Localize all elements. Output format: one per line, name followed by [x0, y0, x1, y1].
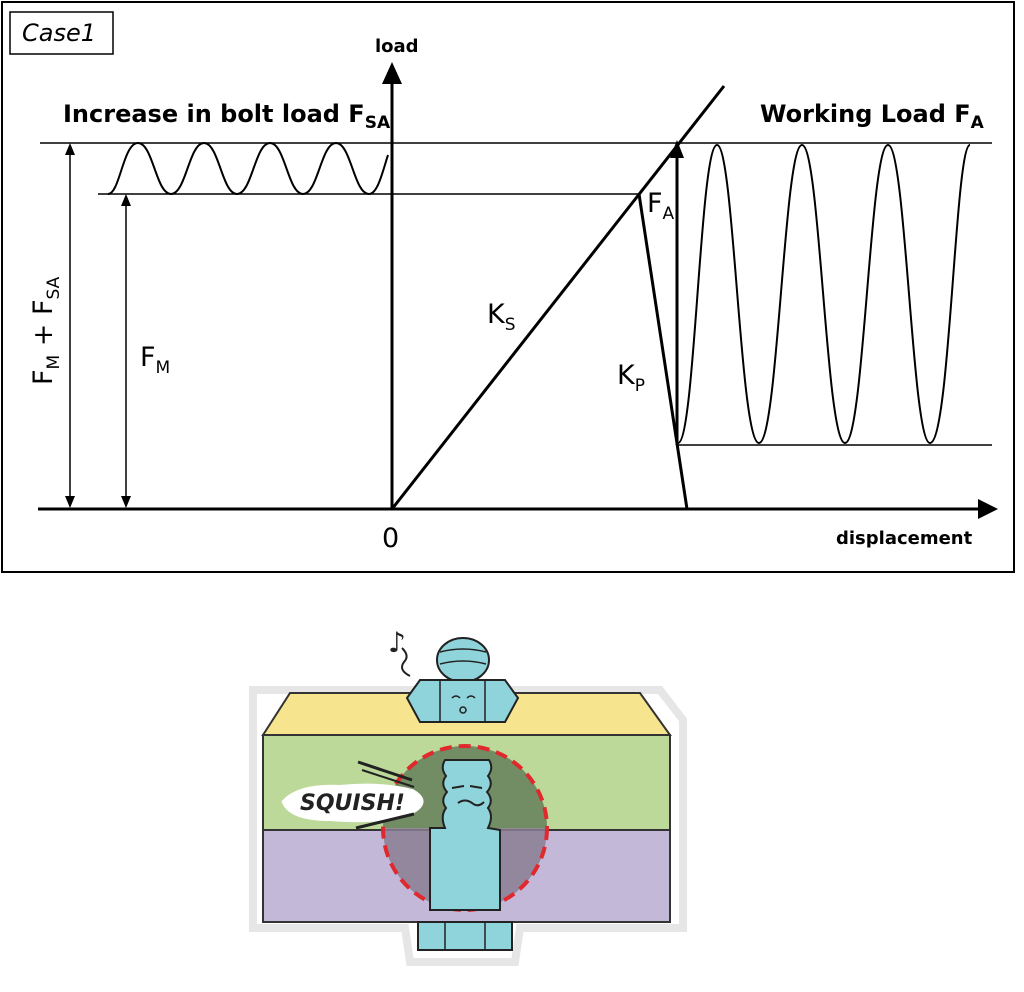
- sound-squiggle: [401, 647, 411, 677]
- total-load-arrowhead-bottom: [65, 496, 75, 508]
- bolt-tip: [436, 637, 490, 683]
- working-load-oscillation: [677, 143, 971, 445]
- bolt-stiffness-line: [390, 85, 726, 510]
- nut-face: [451, 695, 476, 714]
- y-axis-arrowhead: [382, 62, 402, 84]
- bolt-face: [451, 785, 485, 807]
- squish-bubble: [281, 783, 424, 823]
- plate-stiffness-label: KP: [617, 360, 645, 396]
- case-label-box: [9, 11, 114, 55]
- bolt-shank: [429, 759, 501, 911]
- x-axis-label: displacement: [836, 528, 973, 549]
- preload-arrowhead-bottom: [121, 496, 131, 508]
- squish-line-top: [357, 760, 413, 782]
- bottom-nut: [417, 921, 513, 951]
- bolt-squish-illustration: ♪ SQUISH!: [249, 626, 687, 966]
- bolt-stiffness-label: KS: [487, 299, 516, 335]
- squish-text: SQUISH!: [300, 791, 405, 816]
- squish-line-mid: [361, 769, 415, 788]
- increase-bolt-load-title: Increase in bolt load FSA: [63, 100, 391, 133]
- total-load-label: FM + FSA: [28, 276, 64, 385]
- preload-label: FM: [140, 342, 170, 378]
- working-load-delta-label: FA: [647, 188, 675, 224]
- y-axis-label: load: [375, 36, 419, 57]
- plate-stiffness-line: [637, 193, 689, 510]
- total-load-arrowhead-top: [65, 143, 75, 155]
- squish-highlight-ring: [381, 744, 549, 912]
- music-note-icon: ♪: [388, 626, 406, 659]
- bolt-tip-thread: [439, 648, 487, 665]
- working-load-arrowhead: [670, 140, 684, 158]
- load-displacement-diagram: Case1 load displacement 0 Increase in bo…: [1, 1, 1015, 573]
- working-load-title: Working Load FA: [760, 100, 985, 133]
- case-label: Case1: [22, 19, 96, 47]
- squish-line-bottom: [355, 812, 415, 830]
- x-axis-arrowhead: [978, 499, 998, 519]
- nut: [405, 679, 520, 723]
- bolt-load-oscillation: [107, 141, 389, 196]
- diagram-frame: [1, 1, 1015, 573]
- origin-label: 0: [382, 523, 399, 554]
- preload-arrowhead-top: [121, 194, 131, 206]
